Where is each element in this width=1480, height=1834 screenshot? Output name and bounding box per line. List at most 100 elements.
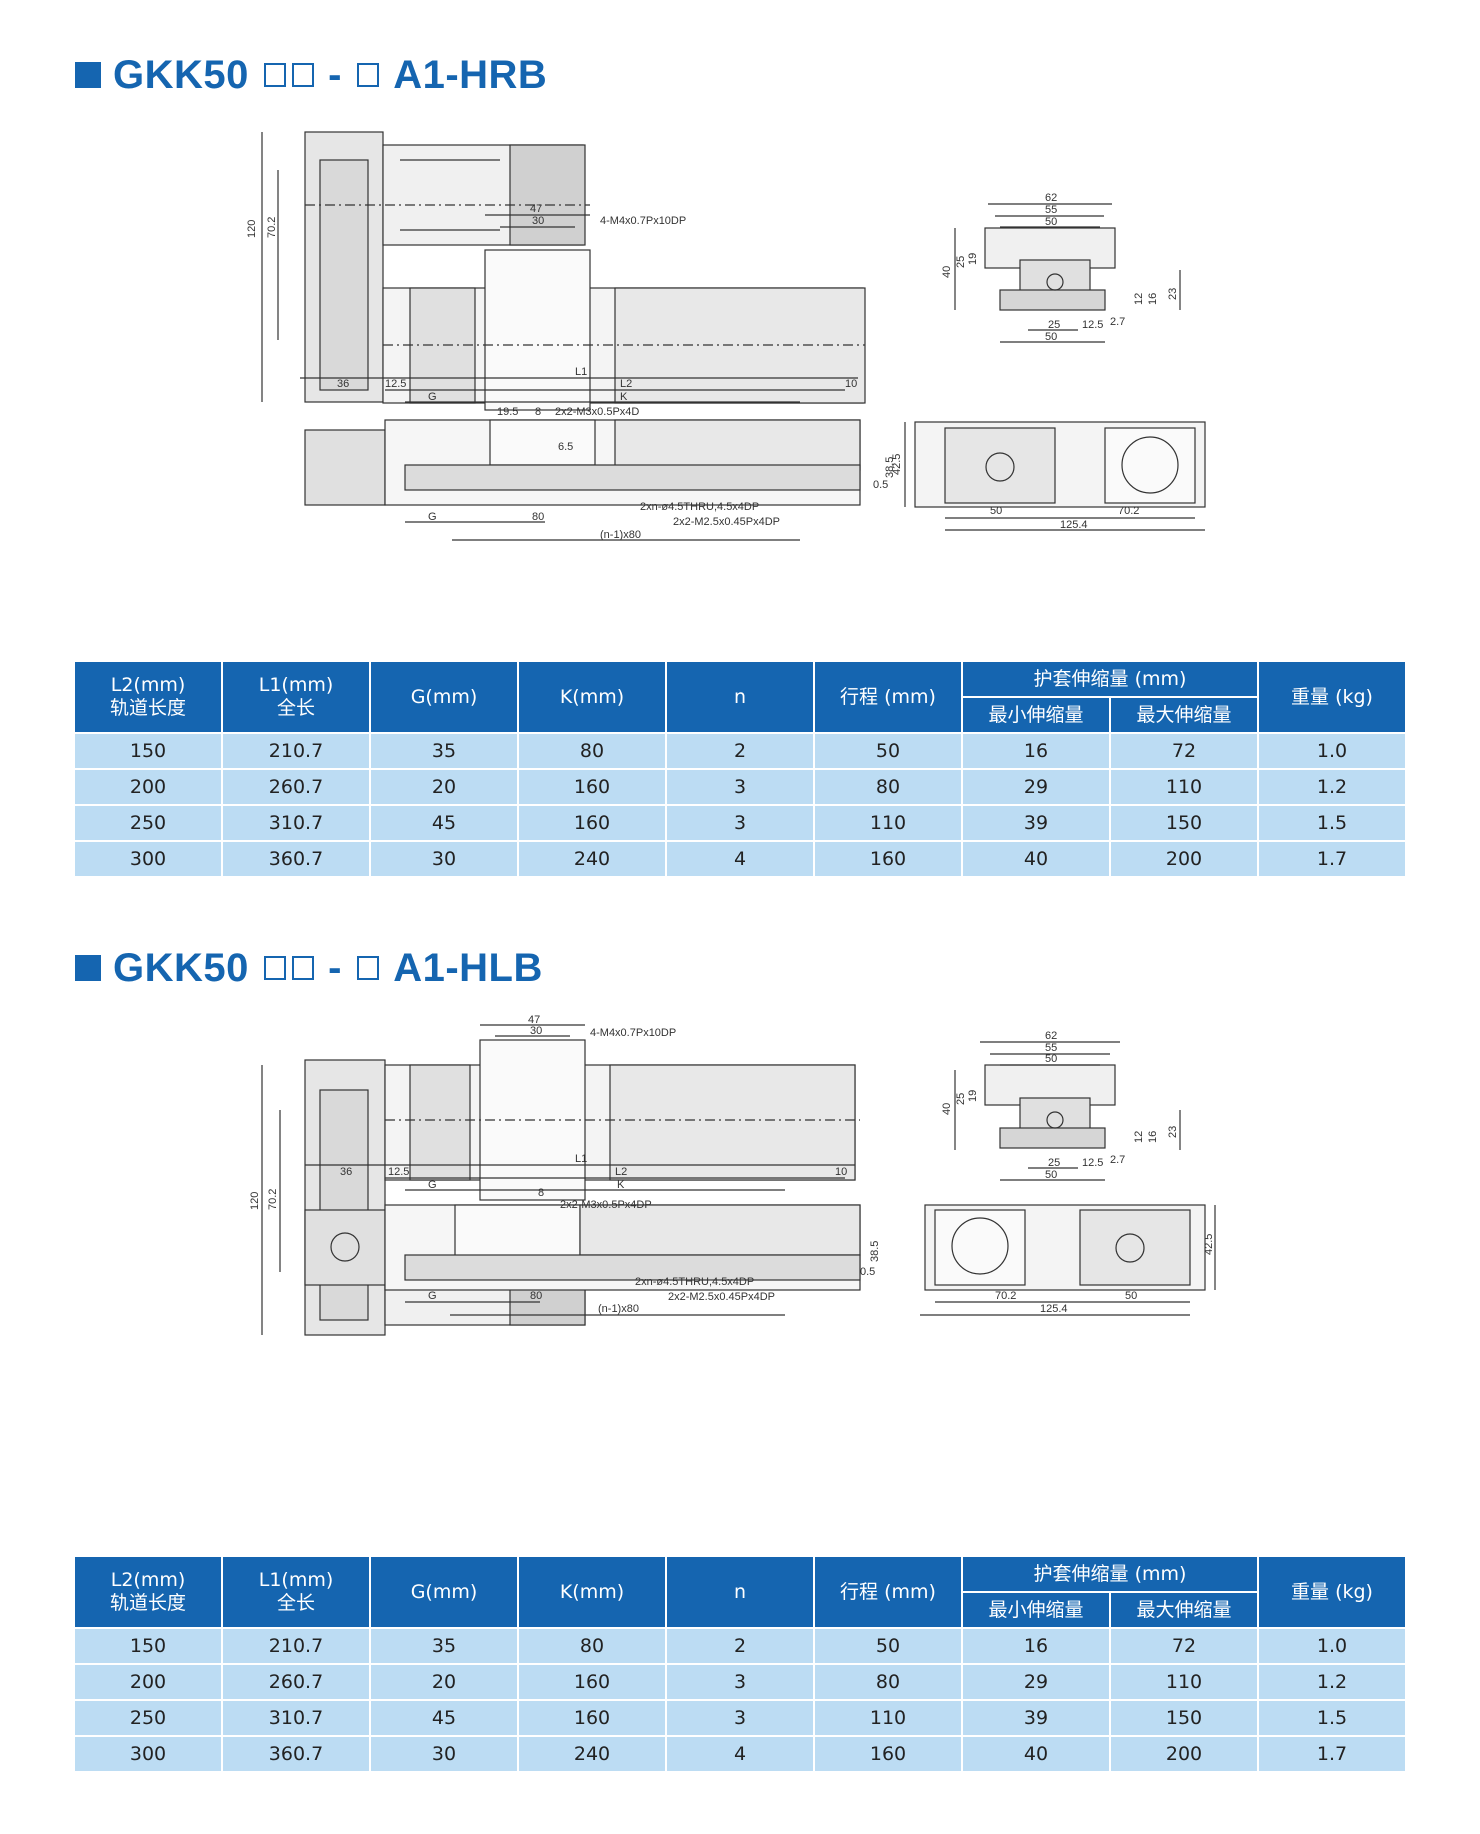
dim-8: 8 (535, 406, 541, 418)
cell: 16 (963, 734, 1109, 768)
cell: 200 (75, 1665, 221, 1699)
header-l2: L2(mm)轨道长度 (75, 662, 221, 732)
cell: 360.7 (223, 1737, 369, 1771)
cell: 160 (815, 1737, 961, 1771)
dim-30: 30 (532, 215, 544, 227)
dim-e50: 50 (1125, 1290, 1137, 1302)
cell: 260.7 (223, 770, 369, 804)
dim-G-top: G (428, 1179, 437, 1191)
header-bellows: 护套伸缩量 (mm) (963, 662, 1257, 696)
cell: 4 (667, 842, 813, 876)
cell: 240 (519, 842, 665, 876)
cell: 2 (667, 1629, 813, 1663)
placeholder-box-icon (291, 63, 314, 87)
dim-0-5: 0.5 (873, 479, 888, 491)
header-weight: 重量 (kg) (1259, 1557, 1405, 1627)
cell: 160 (815, 842, 961, 876)
cell: 1.2 (1259, 770, 1405, 804)
dim-19-5: 19.5 (497, 406, 518, 418)
cell: 240 (519, 1737, 665, 1771)
header-stroke: 行程 (mm) (815, 1557, 961, 1627)
dim-6-5: 6.5 (558, 441, 573, 453)
cell: 45 (371, 1701, 517, 1735)
cell: 1.0 (1259, 734, 1405, 768)
dim-25-b: 25 (1048, 1157, 1060, 1169)
placeholder-box-icon (263, 63, 286, 87)
cell: 260.7 (223, 1665, 369, 1699)
dim-L1: L1 (575, 366, 587, 378)
cell: 35 (371, 1629, 517, 1663)
cell: 150 (75, 734, 221, 768)
dim-L2: L2 (615, 1166, 627, 1178)
cell: 200 (1111, 1737, 1257, 1771)
dim-10: 10 (845, 378, 857, 390)
cell: 16 (963, 1629, 1109, 1663)
cell: 50 (815, 1629, 961, 1663)
cell: 2 (667, 734, 813, 768)
dim-38-5: 38.5 (869, 1241, 881, 1262)
cell: 3 (667, 806, 813, 840)
dim-50-inner: 50 (1045, 216, 1057, 228)
dim-42-5: 42.5 (1203, 1234, 1215, 1255)
dim-47: 47 (530, 203, 542, 215)
cell: 35 (371, 734, 517, 768)
cell: 160 (519, 770, 665, 804)
dim-80: 80 (530, 1290, 542, 1302)
cell: 1.0 (1259, 1629, 1405, 1663)
cell: 110 (1111, 770, 1257, 804)
dim-62: 62 (1045, 1030, 1057, 1042)
header-bellows: 护套伸缩量 (mm) (963, 1557, 1257, 1591)
header-g: G(mm) (371, 662, 517, 732)
hole-note: 2xn-ø4.5THRU,4.5x4DP (635, 1276, 754, 1288)
cell: 1.7 (1259, 1737, 1405, 1771)
dim-2-7: 2.7 (1110, 1154, 1125, 1166)
cell: 39 (963, 1701, 1109, 1735)
dim-L1: L1 (575, 1153, 587, 1165)
dim-L2: L2 (620, 378, 632, 390)
dim-12-5-b: 12.5 (1082, 1157, 1103, 1169)
cell: 200 (1111, 842, 1257, 876)
dim-42-5: 42.5 (891, 454, 903, 475)
header-bellows-max: 最大伸缩量 (1111, 1593, 1257, 1627)
section-title: GKK50 - A1-HRB (75, 50, 547, 100)
cell: 250 (75, 806, 221, 840)
cell: 29 (963, 770, 1109, 804)
cell: 3 (667, 1665, 813, 1699)
cell: 310.7 (223, 1701, 369, 1735)
title-model: GKK50 (113, 52, 249, 97)
cell: 40 (963, 1737, 1109, 1771)
technical-drawing-hlb: 47 30 4-M4x0.7Px10DP 8 2x2-M3x0.5Px4DP 1… (249, 1014, 1216, 1336)
dim-80: 80 (532, 511, 544, 523)
cell: 1.5 (1259, 1701, 1405, 1735)
dim-50-b: 50 (1045, 331, 1057, 343)
dim-25-b: 25 (1048, 319, 1060, 331)
cell: 72 (1111, 1629, 1257, 1663)
title-model: GKK50 (113, 945, 249, 990)
cell: 1.5 (1259, 806, 1405, 840)
cell: 250 (75, 1701, 221, 1735)
header-n: n (667, 662, 813, 732)
cell: 150 (1111, 806, 1257, 840)
cell: 80 (519, 1629, 665, 1663)
cell: 30 (371, 1737, 517, 1771)
dim-K: K (617, 1179, 625, 1191)
dim-e70-2: 70.2 (1118, 505, 1139, 517)
dim-n-x80: (n-1)x80 (598, 1303, 639, 1315)
dim-e70-2: 70.2 (995, 1290, 1016, 1302)
cell: 50 (815, 734, 961, 768)
tap-note-top: 4-M4x0.7Px10DP (590, 1027, 676, 1039)
cell: 3 (667, 770, 813, 804)
dim-19: 19 (967, 253, 979, 265)
tap-note-side: 2x2-M3x0.5Px4D (555, 406, 639, 418)
dim-2-7: 2.7 (1110, 316, 1125, 328)
dim-G-top: G (428, 391, 437, 403)
cell: 300 (75, 842, 221, 876)
tap-note-bottom: 2x2-M2.5x0.45Px4DP (668, 1291, 775, 1303)
section-title: GKK50 - A1-HLB (75, 943, 543, 993)
header-l1: L1(mm)全长 (223, 1557, 369, 1627)
dim-23: 23 (1167, 1126, 1179, 1138)
cell: 110 (815, 1701, 961, 1735)
